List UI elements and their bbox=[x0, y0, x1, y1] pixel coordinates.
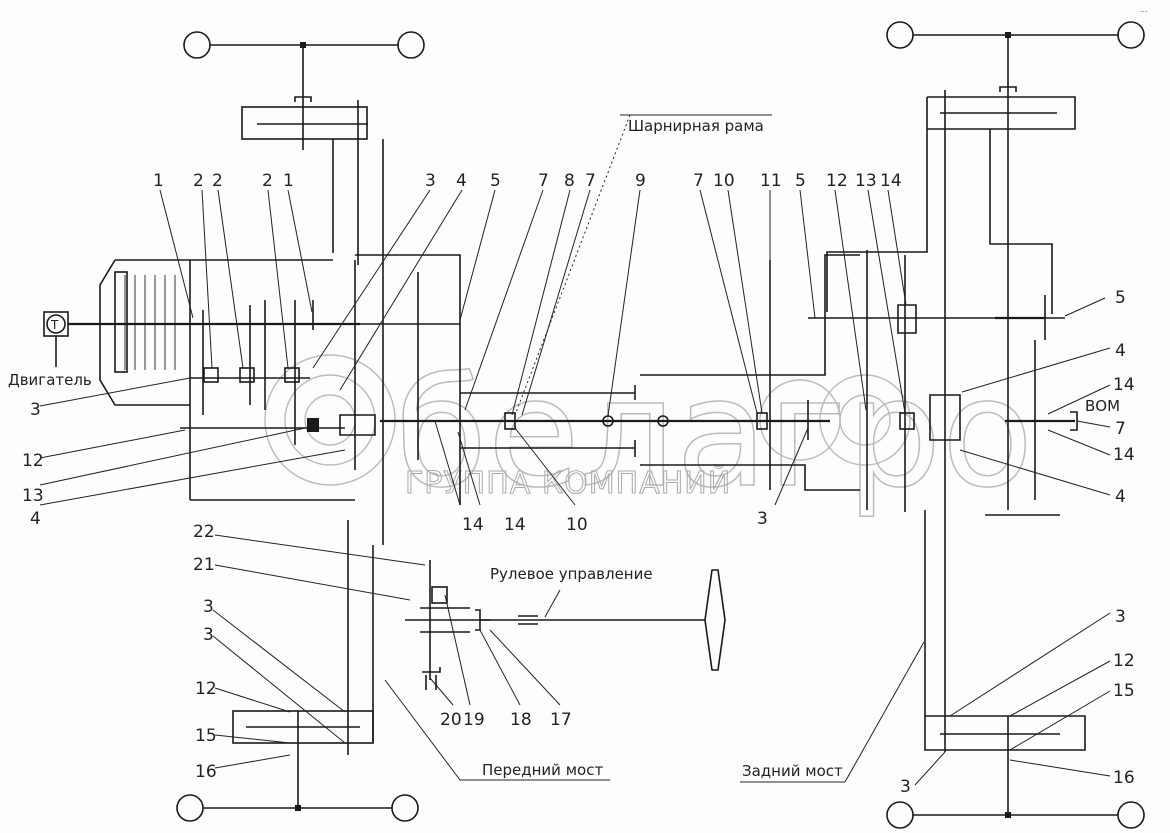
rear-bottom-axle bbox=[886, 510, 1145, 829]
callout: 14 bbox=[462, 515, 484, 535]
callout: 17 bbox=[550, 710, 572, 730]
callout: 12 bbox=[22, 451, 44, 471]
callout: 14 bbox=[504, 515, 526, 535]
callout: 9 bbox=[635, 171, 646, 191]
callouts-rear-axle: 3 12 15 3 16 bbox=[900, 607, 1135, 797]
callout: 14 bbox=[1113, 445, 1135, 465]
callouts-left: 3 12 13 4 bbox=[22, 400, 44, 529]
callouts-front-axle: 3 3 12 15 16 bbox=[195, 597, 217, 782]
callouts-middle-bottom: 14 14 10 3 bbox=[462, 509, 768, 535]
callout: 5 bbox=[490, 171, 501, 191]
leader-lines bbox=[39, 114, 1111, 786]
callout: 1 bbox=[283, 171, 294, 191]
callout: 16 bbox=[1113, 768, 1135, 788]
articulated-frame-label: Шарнирная рама bbox=[628, 117, 764, 135]
callout: 1 bbox=[153, 171, 164, 191]
callout: 13 bbox=[22, 486, 44, 506]
callout: 7 bbox=[538, 171, 549, 191]
rear-top-wheels bbox=[886, 21, 1145, 92]
engine-symbol: T bbox=[50, 318, 59, 332]
callout: 18 bbox=[510, 710, 532, 730]
gearbox-housing bbox=[68, 254, 461, 505]
callout: 3 bbox=[30, 400, 41, 420]
steering-label: Рулевое управление bbox=[490, 565, 653, 583]
callout: 10 bbox=[566, 515, 588, 535]
callout: 5 bbox=[1115, 288, 1126, 308]
callout: 19 bbox=[463, 710, 485, 730]
callout: 20 bbox=[440, 710, 462, 730]
callout: 12 bbox=[195, 679, 217, 699]
callout: 12 bbox=[1113, 651, 1135, 671]
callout: 10 bbox=[713, 171, 735, 191]
callout: 8 bbox=[564, 171, 575, 191]
callout: 2 bbox=[193, 171, 204, 191]
callout: 15 bbox=[195, 726, 217, 746]
front-top-wheels bbox=[183, 31, 425, 102]
engine-label: Двигатель bbox=[8, 371, 92, 389]
callout: 12 bbox=[826, 171, 848, 191]
callout: 3 bbox=[203, 625, 214, 645]
callout: 13 bbox=[855, 171, 877, 191]
callout: 15 bbox=[1113, 681, 1135, 701]
front-top-final-drive bbox=[241, 100, 384, 545]
engine: T Двигатель bbox=[8, 311, 92, 389]
callout: 22 bbox=[193, 522, 215, 542]
callout: 7 bbox=[1115, 419, 1126, 439]
callout: 2 bbox=[262, 171, 273, 191]
front-bottom-axle bbox=[176, 520, 419, 822]
callout: 4 bbox=[1115, 341, 1126, 361]
callout: 3 bbox=[425, 171, 436, 191]
corner-mark: ... bbox=[1140, 5, 1148, 14]
callout: 21 bbox=[193, 555, 215, 575]
callout: 4 bbox=[30, 509, 41, 529]
callouts-right: 5 4 14 7 14 4 bbox=[1113, 288, 1135, 507]
callout: 7 bbox=[693, 171, 704, 191]
rear-top-final-drive bbox=[808, 90, 1078, 512]
callout: 14 bbox=[1113, 375, 1135, 395]
callout: 3 bbox=[1115, 607, 1126, 627]
pto-label: ВОМ bbox=[1085, 397, 1120, 415]
callout: 3 bbox=[203, 597, 214, 617]
callout: 14 bbox=[880, 171, 902, 191]
callout: 4 bbox=[456, 171, 467, 191]
callout: 3 bbox=[757, 509, 768, 529]
callouts-top: 1 2 2 2 1 3 4 5 7 8 7 9 7 10 11 5 12 13 … bbox=[153, 171, 902, 191]
callout: 4 bbox=[1115, 487, 1126, 507]
callout: 3 bbox=[900, 777, 911, 797]
callout: 2 bbox=[212, 171, 223, 191]
callout: 5 bbox=[795, 171, 806, 191]
callout: 16 bbox=[195, 762, 217, 782]
rear-axle-label: Задний мост bbox=[742, 762, 843, 780]
front-axle-label: Передний мост bbox=[482, 761, 603, 779]
callout: 7 bbox=[585, 171, 596, 191]
callouts-steering: 22 21 20 19 18 17 bbox=[193, 522, 572, 730]
steering-mechanism bbox=[405, 560, 726, 690]
watermark: белагро ГРУППА КОМПАНИЙ bbox=[264, 346, 1034, 522]
callout: 11 bbox=[760, 171, 782, 191]
